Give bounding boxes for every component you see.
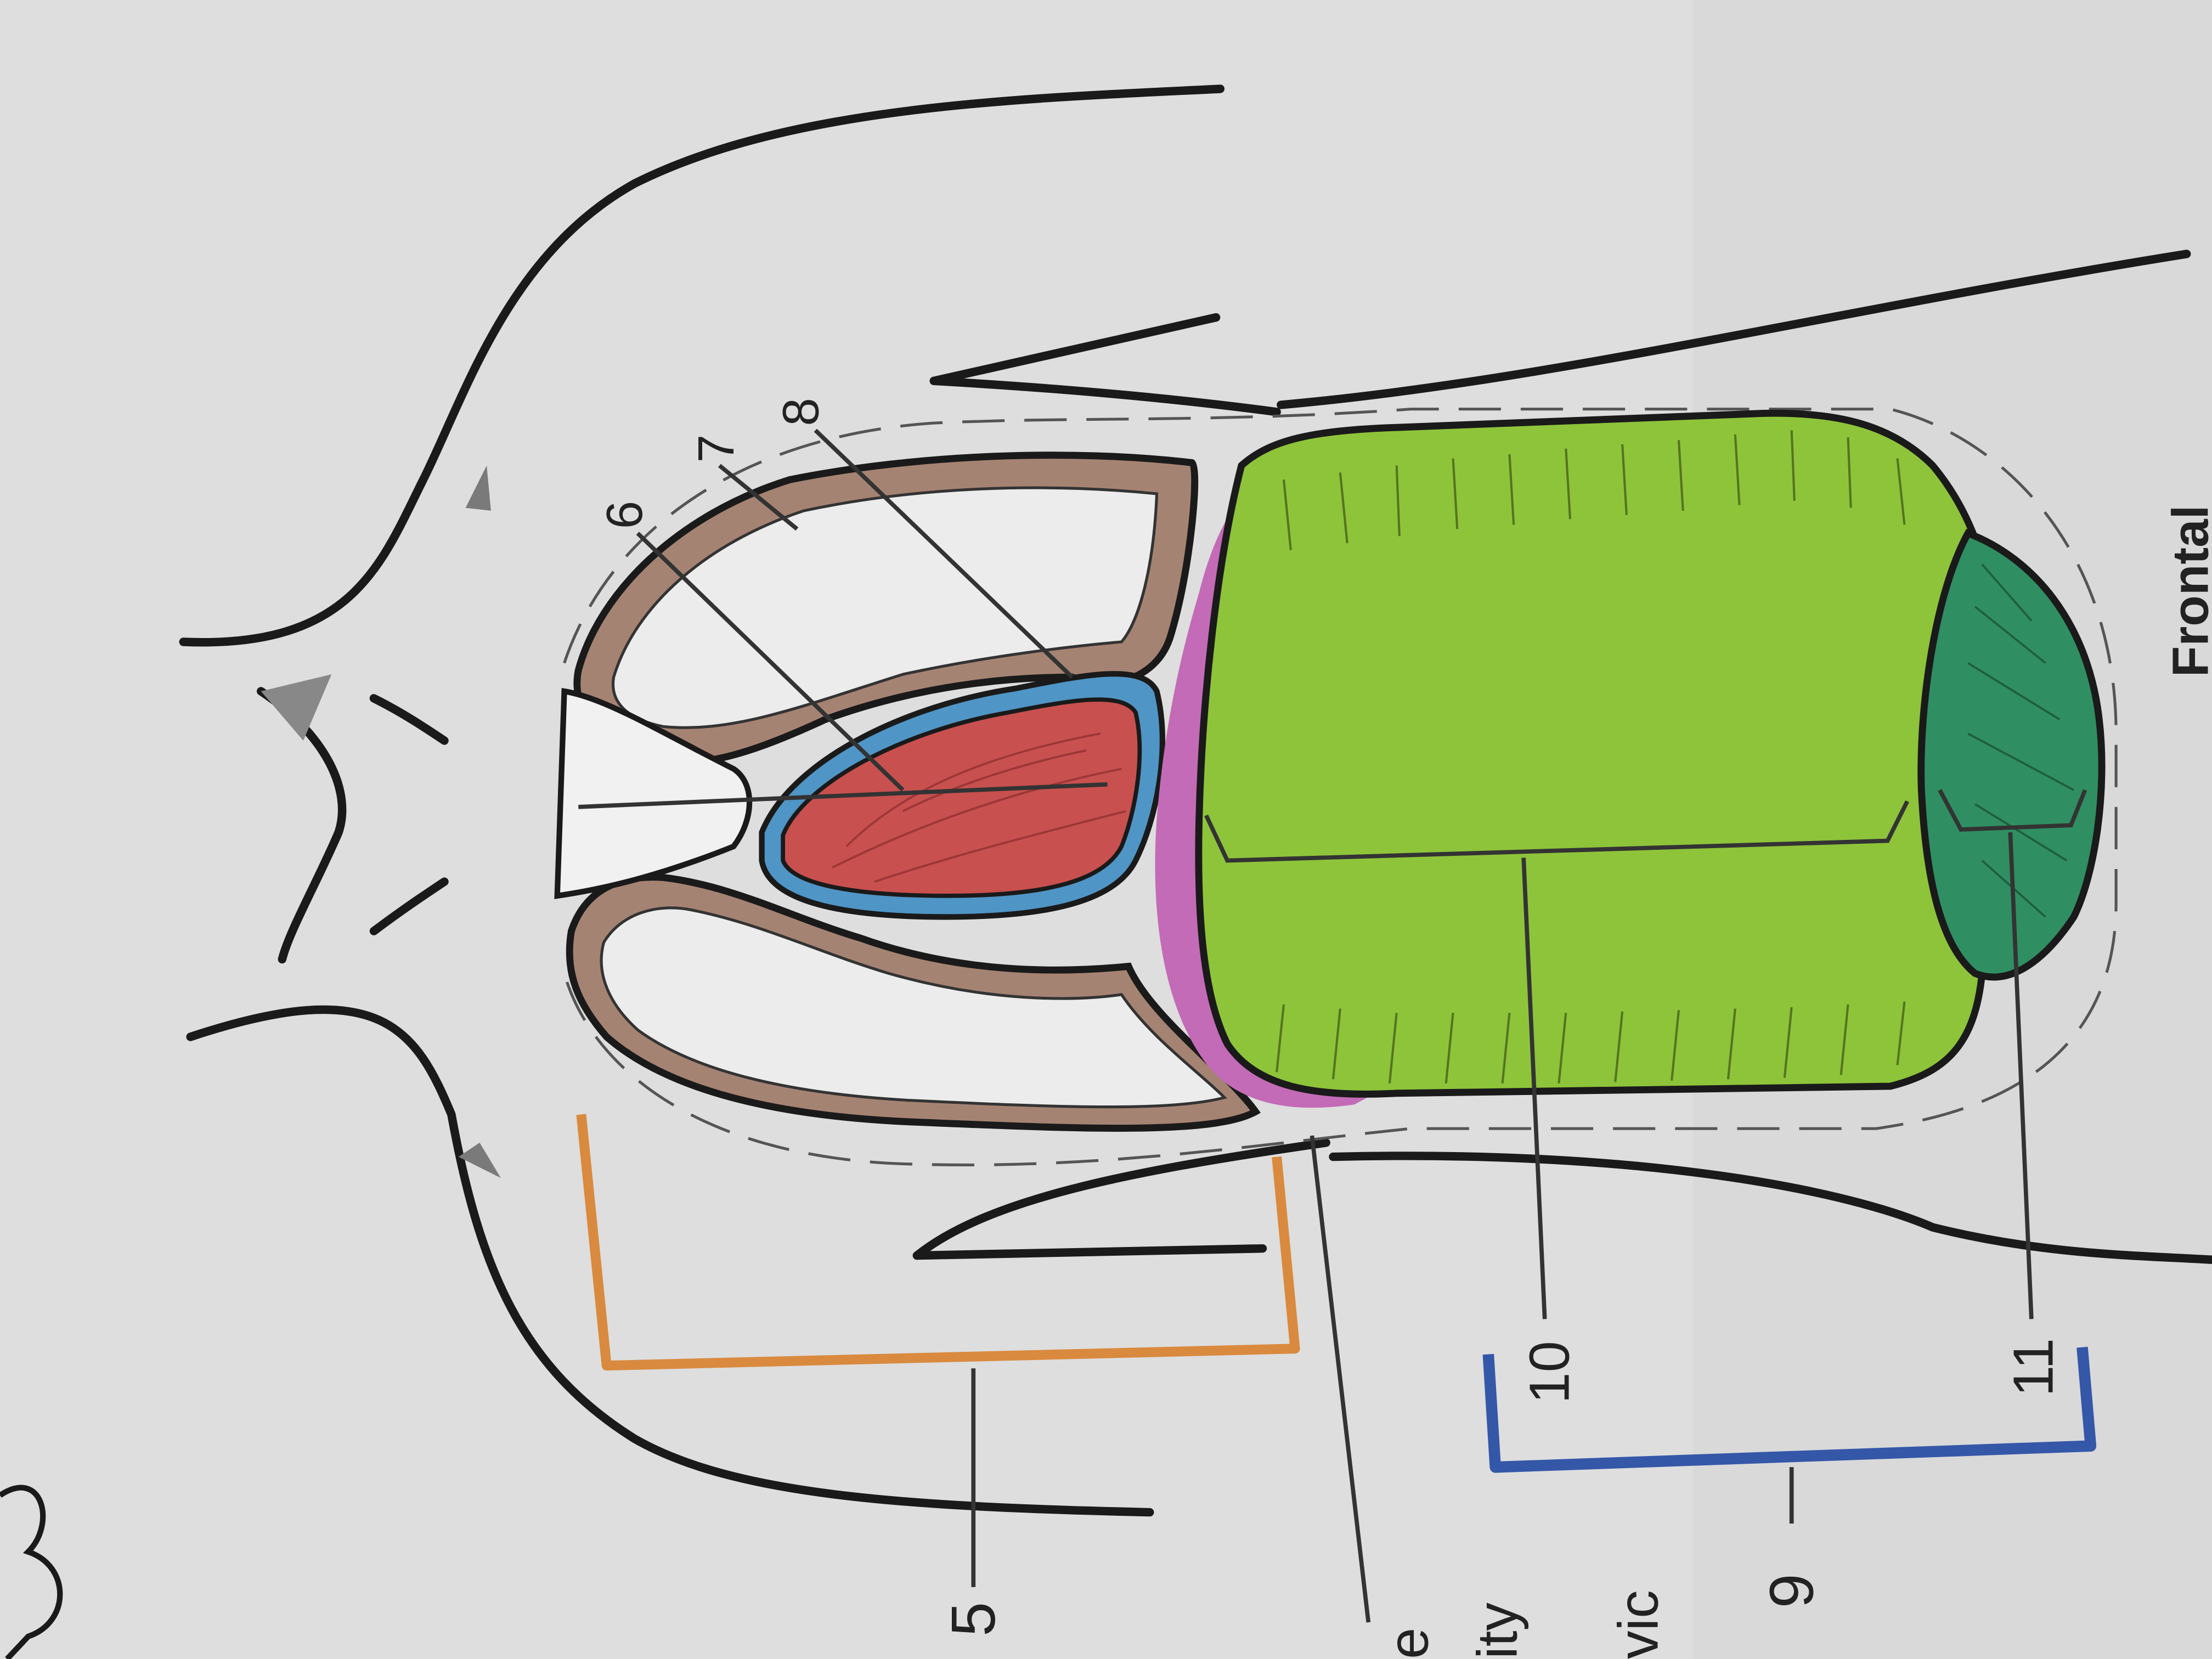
arm-lower-edge (912, 1138, 1330, 1260)
arm-upper-inner (929, 313, 1221, 385)
mediastinum-line (578, 782, 1108, 809)
heart (781, 697, 1142, 898)
label-5: 5 (939, 1602, 1008, 1637)
leader-8 (814, 428, 1074, 679)
bracket-abdominopelvic-cavity (1482, 1346, 2097, 1473)
label-8: 8 (772, 398, 829, 426)
abdominopelvic-cavity (1195, 409, 2106, 1098)
margin-squiggle (0, 1485, 63, 1659)
abdominal-hatching (1276, 430, 1906, 1084)
edge-text-1: e (1376, 1628, 1440, 1659)
label-9: 9 (1757, 1574, 1826, 1609)
shoulder-marks (261, 465, 501, 1178)
inner-brackets (1204, 789, 2087, 863)
body-outline (179, 84, 2212, 1517)
label-7: 7 (687, 435, 744, 462)
leader-6 (636, 532, 905, 792)
leader-10 (1521, 857, 1547, 1319)
clavicle-mark-lower (458, 1142, 501, 1178)
leader-diaphragm (1310, 1135, 1371, 1623)
bracket-abdominal (1204, 800, 1910, 863)
clavicle-mark-upper (465, 465, 491, 511)
outline-right-lower (1329, 1152, 2212, 1264)
edge-text-3: vic (1606, 1590, 1669, 1659)
bracket-pelvic (1938, 789, 2087, 832)
pelvic-hatching (1967, 563, 2074, 918)
leader-lines (578, 428, 2034, 1623)
pelvic-cavity (1917, 529, 2106, 981)
mediastinum-superior (554, 687, 753, 899)
arm-lower-inner (912, 1244, 1267, 1260)
outline-right-upper (1277, 250, 2191, 409)
bracket-thoracic-cavity (576, 1114, 1300, 1371)
neck-line-1 (369, 694, 449, 745)
label-11: 11 (2001, 1338, 2064, 1397)
neck-shadow (261, 674, 332, 741)
edge-text-4: Frontal (2162, 505, 2212, 678)
lung-lower (600, 906, 1227, 1109)
leader-11 (2008, 832, 2034, 1319)
heart-shading (832, 732, 1126, 883)
arm-upper-edge (929, 376, 1281, 416)
neck-line-2 (369, 877, 449, 935)
outline-lower (186, 1005, 1154, 1517)
cavity-dashed-contour (563, 408, 2118, 1167)
outline-upper (179, 84, 1225, 647)
abdominal-cavity (1195, 409, 1993, 1098)
label-10: 10 (1517, 1341, 1581, 1403)
edge-text-2: ity (1465, 1602, 1528, 1659)
label-6: 6 (596, 501, 653, 529)
thoracic-cavity (554, 452, 1261, 1132)
leader-7 (718, 464, 799, 531)
